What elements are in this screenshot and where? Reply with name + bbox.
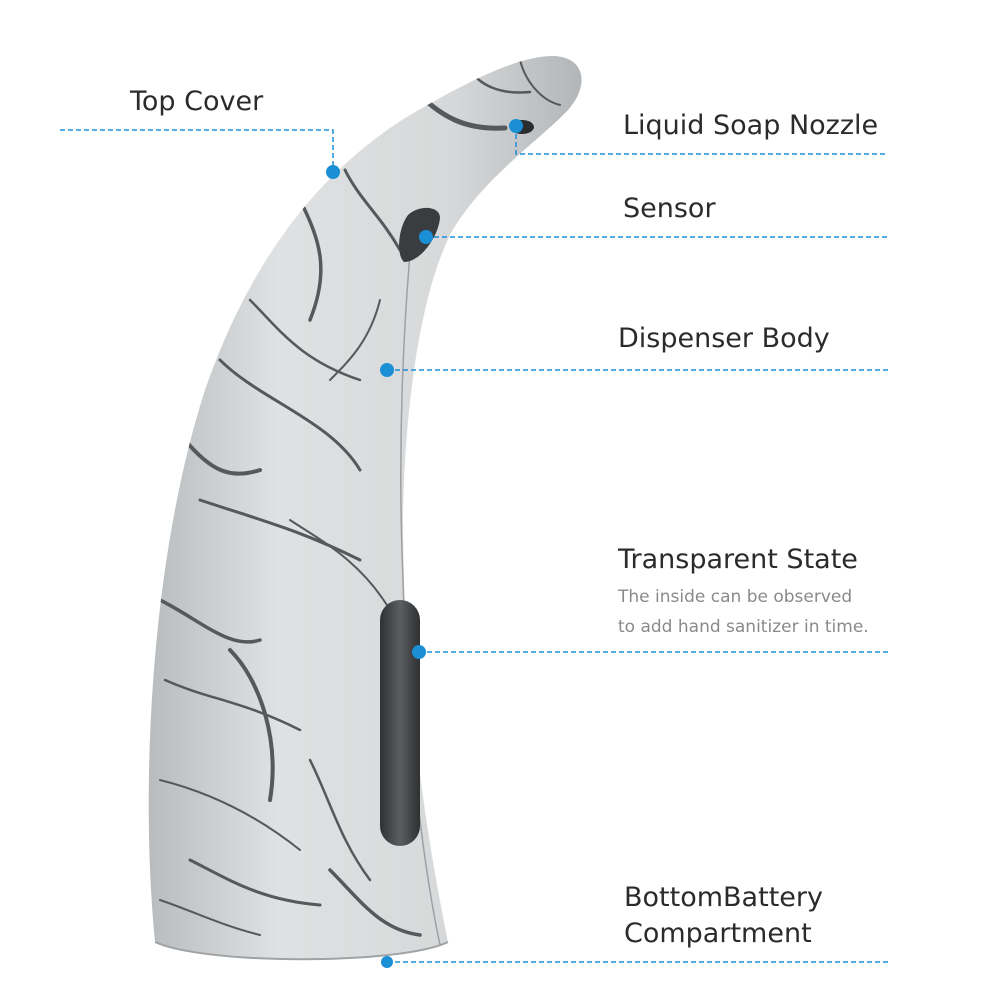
label-liquid-soap-nozzle: Liquid Soap Nozzle bbox=[623, 110, 879, 141]
label-battery-line1: BottomBattery bbox=[624, 882, 823, 913]
body-dot bbox=[380, 363, 394, 377]
label-battery-line2: Compartment bbox=[624, 918, 812, 949]
desc-transparent-line1: The inside can be observed bbox=[618, 587, 853, 607]
label-transparent-state: Transparent State bbox=[618, 544, 858, 575]
dispenser-body-shape bbox=[148, 55, 582, 961]
label-top-cover: Top Cover bbox=[130, 86, 264, 117]
sensor-dot bbox=[419, 230, 433, 244]
top-cover-callout-line bbox=[60, 129, 334, 170]
top-cover-dot bbox=[326, 165, 340, 179]
desc-transparent-line2: to add hand sanitizer in time. bbox=[618, 617, 869, 637]
transparent-window bbox=[380, 600, 420, 846]
battery-dot bbox=[381, 956, 393, 968]
transparent-dot bbox=[412, 645, 426, 659]
label-sensor: Sensor bbox=[623, 193, 716, 224]
callout-lines bbox=[60, 126, 888, 963]
callout-dots bbox=[326, 119, 523, 968]
nozzle-callout-line bbox=[515, 126, 888, 155]
nozzle-dot bbox=[509, 119, 523, 133]
label-dispenser-body: Dispenser Body bbox=[618, 323, 830, 354]
